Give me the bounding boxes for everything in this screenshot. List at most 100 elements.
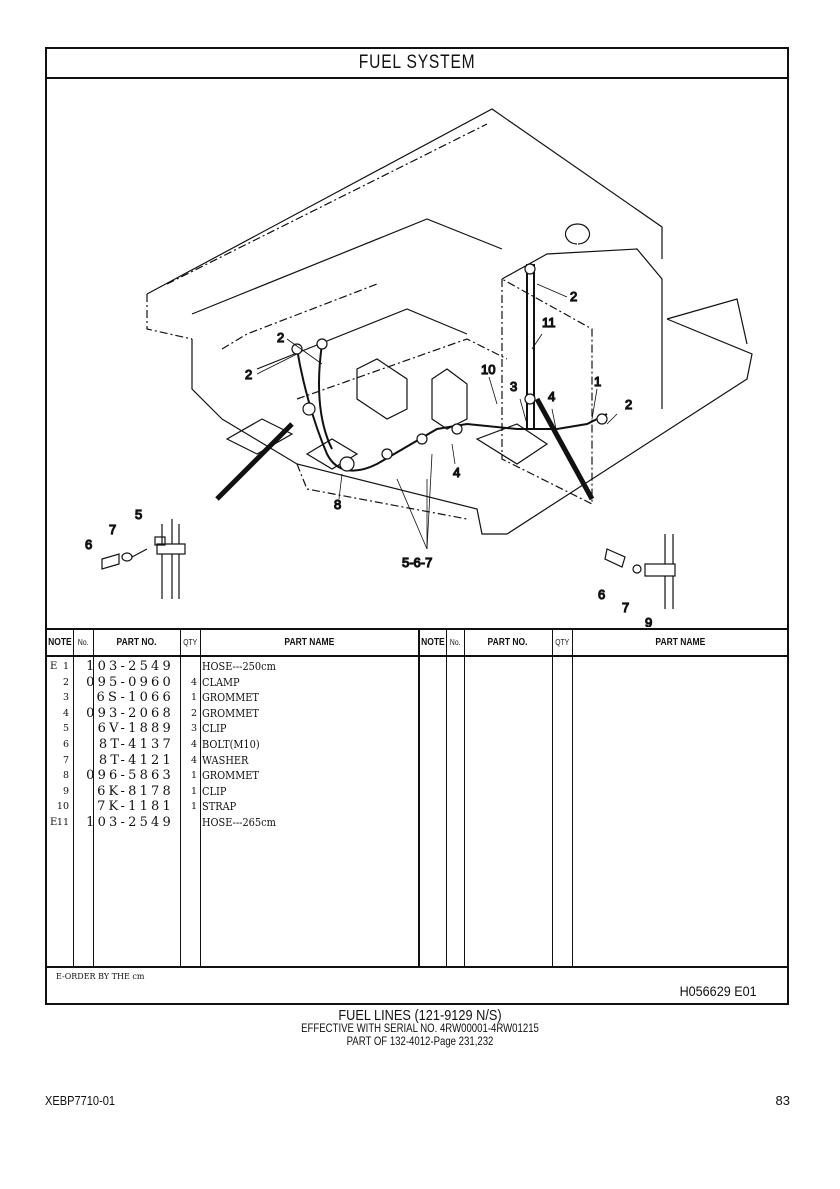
row-number: 3: [62, 692, 69, 704]
col-no-right: [446, 630, 465, 966]
row-number: 5: [62, 723, 69, 735]
row-part-name: WASHER: [202, 752, 249, 767]
row-part-number: 8T-4121: [98, 752, 174, 768]
row-part-number: 103-2549: [86, 815, 174, 830]
row-quantity: 4: [190, 739, 197, 750]
row-part-number: 103-2549: [86, 659, 174, 674]
exploded-diagram: 2 2 2 2 11 10 3 4 1 4 8 5-6-7 5 6 7: [47, 79, 787, 631]
row-number: 10: [56, 801, 69, 813]
row-quantity: 1: [190, 692, 197, 704]
col-qty-right: [552, 630, 573, 966]
pointer-arrow-left: [215, 422, 294, 501]
page-number: 83: [775, 1093, 790, 1108]
caption-title: FUEL LINES (121-9129 N/S): [338, 1007, 502, 1024]
row-part-name: CLIP: [202, 721, 227, 736]
header-no: No.: [73, 630, 93, 656]
row-number: 2: [62, 676, 69, 688]
header-part-name-right: PART NAME: [572, 630, 789, 656]
row-quantity: [181, 659, 197, 675]
table-footer: E-ORDER BY THE cm H056629 E01: [47, 966, 787, 1003]
machine-frame-drawing: [146, 108, 753, 535]
row-number: 1: [62, 661, 69, 672]
callout-2: 2: [245, 367, 252, 382]
row-part-name: GROMMET: [202, 705, 259, 720]
row-number: 7: [62, 754, 69, 766]
row-part-name: STRAP: [202, 799, 237, 814]
row-number: 4: [62, 707, 69, 719]
row-part-number: 096-5863: [86, 768, 174, 784]
callout-6: 6: [85, 537, 92, 552]
row-part-number: 8T-4137: [98, 737, 174, 752]
row-part-number: 6S-1066: [96, 690, 174, 706]
row-number: 11: [56, 817, 69, 828]
drawing-code: H056629 E01: [679, 983, 757, 999]
detail-clip-right: [604, 534, 676, 609]
header-divider: [47, 656, 787, 657]
callout-5-6-7: 5-6-7: [402, 555, 432, 570]
header-no-right: No.: [446, 630, 464, 656]
row-quantity: 2: [190, 707, 197, 719]
callout-4: 4: [453, 465, 460, 480]
callout-leaders: [256, 283, 618, 550]
callout-2: 2: [570, 289, 577, 304]
row-quantity: [181, 815, 197, 831]
header-qty: QTY: [180, 630, 200, 656]
row-part-name: CLAMP: [202, 674, 240, 689]
col-name-left: [200, 630, 420, 966]
callout-5: 5: [135, 507, 142, 522]
callout-7: 7: [622, 600, 629, 615]
clamp-markers: [291, 263, 608, 472]
row-part-number: 6V-1889: [97, 721, 174, 737]
row-part-name: GROMMET: [202, 768, 259, 783]
col-note-right: [420, 630, 447, 966]
title-bar: FUEL SYSTEM: [47, 49, 787, 79]
callout-2: 2: [625, 397, 632, 412]
pointer-arrow-right: [534, 397, 595, 501]
header-part-no: PART NO.: [93, 630, 180, 656]
caption-serial: EFFECTIVE WITH SERIAL NO. 4RW00001-4RW01…: [301, 1021, 539, 1035]
row-quantity: 4: [190, 754, 197, 766]
row-number: 8: [62, 770, 69, 782]
row-part-name: BOLT(M10): [202, 737, 260, 751]
row-note: E: [50, 817, 58, 828]
header-note-right: NOTE: [420, 630, 446, 656]
callout-2: 2: [277, 330, 284, 345]
caption-part-of: PART OF 132-4012-Page 231,232: [346, 1034, 494, 1048]
col-note-left: [47, 630, 74, 966]
row-part-name: CLIP: [202, 783, 227, 798]
callout-8: 8: [334, 497, 341, 512]
callout-7: 7: [109, 522, 116, 537]
callout-9: 9: [645, 615, 652, 627]
row-note: E: [50, 661, 58, 672]
callout-10: 10: [481, 362, 495, 377]
col-no-left: [73, 630, 94, 966]
callout-3: 3: [510, 379, 517, 394]
row-number: 6: [62, 739, 69, 750]
col-partno-right: [464, 630, 553, 966]
row-quantity: 1: [190, 785, 197, 797]
col-partno-left: [93, 630, 181, 966]
fuel-system-illustration: 2 2 2 2 11 10 3 4 1 4 8 5-6-7 5 6 7: [84, 108, 753, 631]
row-quantity: 1: [190, 801, 197, 813]
row-part-name: HOSE---250cm: [202, 659, 276, 673]
callout-4: 4: [548, 389, 555, 404]
callout-6: 6: [598, 587, 605, 602]
row-number: 9: [62, 785, 69, 797]
row-part-name: GROMMET: [202, 690, 259, 705]
header-part-name: PART NAME: [200, 630, 418, 656]
row-part-number: 7K-1181: [97, 799, 174, 815]
header-note: NOTE: [47, 630, 73, 656]
row-part-number: 095-0960: [86, 674, 174, 690]
row-part-number: 093-2068: [86, 705, 174, 721]
callout-1: 1: [594, 374, 601, 389]
row-quantity: 3: [190, 723, 197, 735]
footnote: E-ORDER BY THE cm: [56, 972, 145, 981]
row-quantity: 1: [190, 770, 197, 782]
page-title: FUEL SYSTEM: [358, 52, 476, 73]
header-part-no-right: PART NO.: [464, 630, 552, 656]
document-id: XEBP7710-01: [45, 1093, 116, 1108]
detail-clip-left: [101, 519, 186, 599]
parts-table: NOTE No. PART NO. QTY PART NAME NOTE No.…: [47, 628, 789, 966]
row-quantity: 4: [190, 676, 197, 688]
col-qty-left: [180, 630, 201, 966]
